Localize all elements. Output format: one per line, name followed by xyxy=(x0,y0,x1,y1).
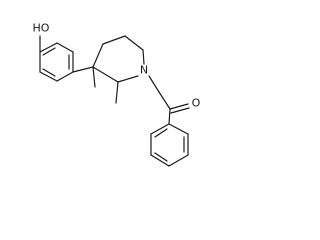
n-ch2-bond xyxy=(148,75,160,93)
aryl-piperidine-bond xyxy=(72,66,94,73)
carbonyl-double-bond-b xyxy=(170,107,190,114)
carbonyl-phenyl-bond xyxy=(168,108,171,125)
chemical-structure: HO N O xyxy=(33,22,201,167)
carbonyl-oxygen-label: O xyxy=(192,97,201,110)
phenol-ring xyxy=(39,42,74,82)
methyl-bond-c3 xyxy=(92,66,96,88)
ch2-carbonyl-bond xyxy=(158,91,171,110)
hydroxyl-label: HO xyxy=(33,22,50,35)
nitrogen-label: N xyxy=(140,64,148,77)
phenyl-ring xyxy=(150,123,189,167)
methyl-bond-c2 xyxy=(115,81,119,104)
carbonyl-double-bond-a xyxy=(169,103,189,110)
piperidine-ring xyxy=(92,35,145,83)
